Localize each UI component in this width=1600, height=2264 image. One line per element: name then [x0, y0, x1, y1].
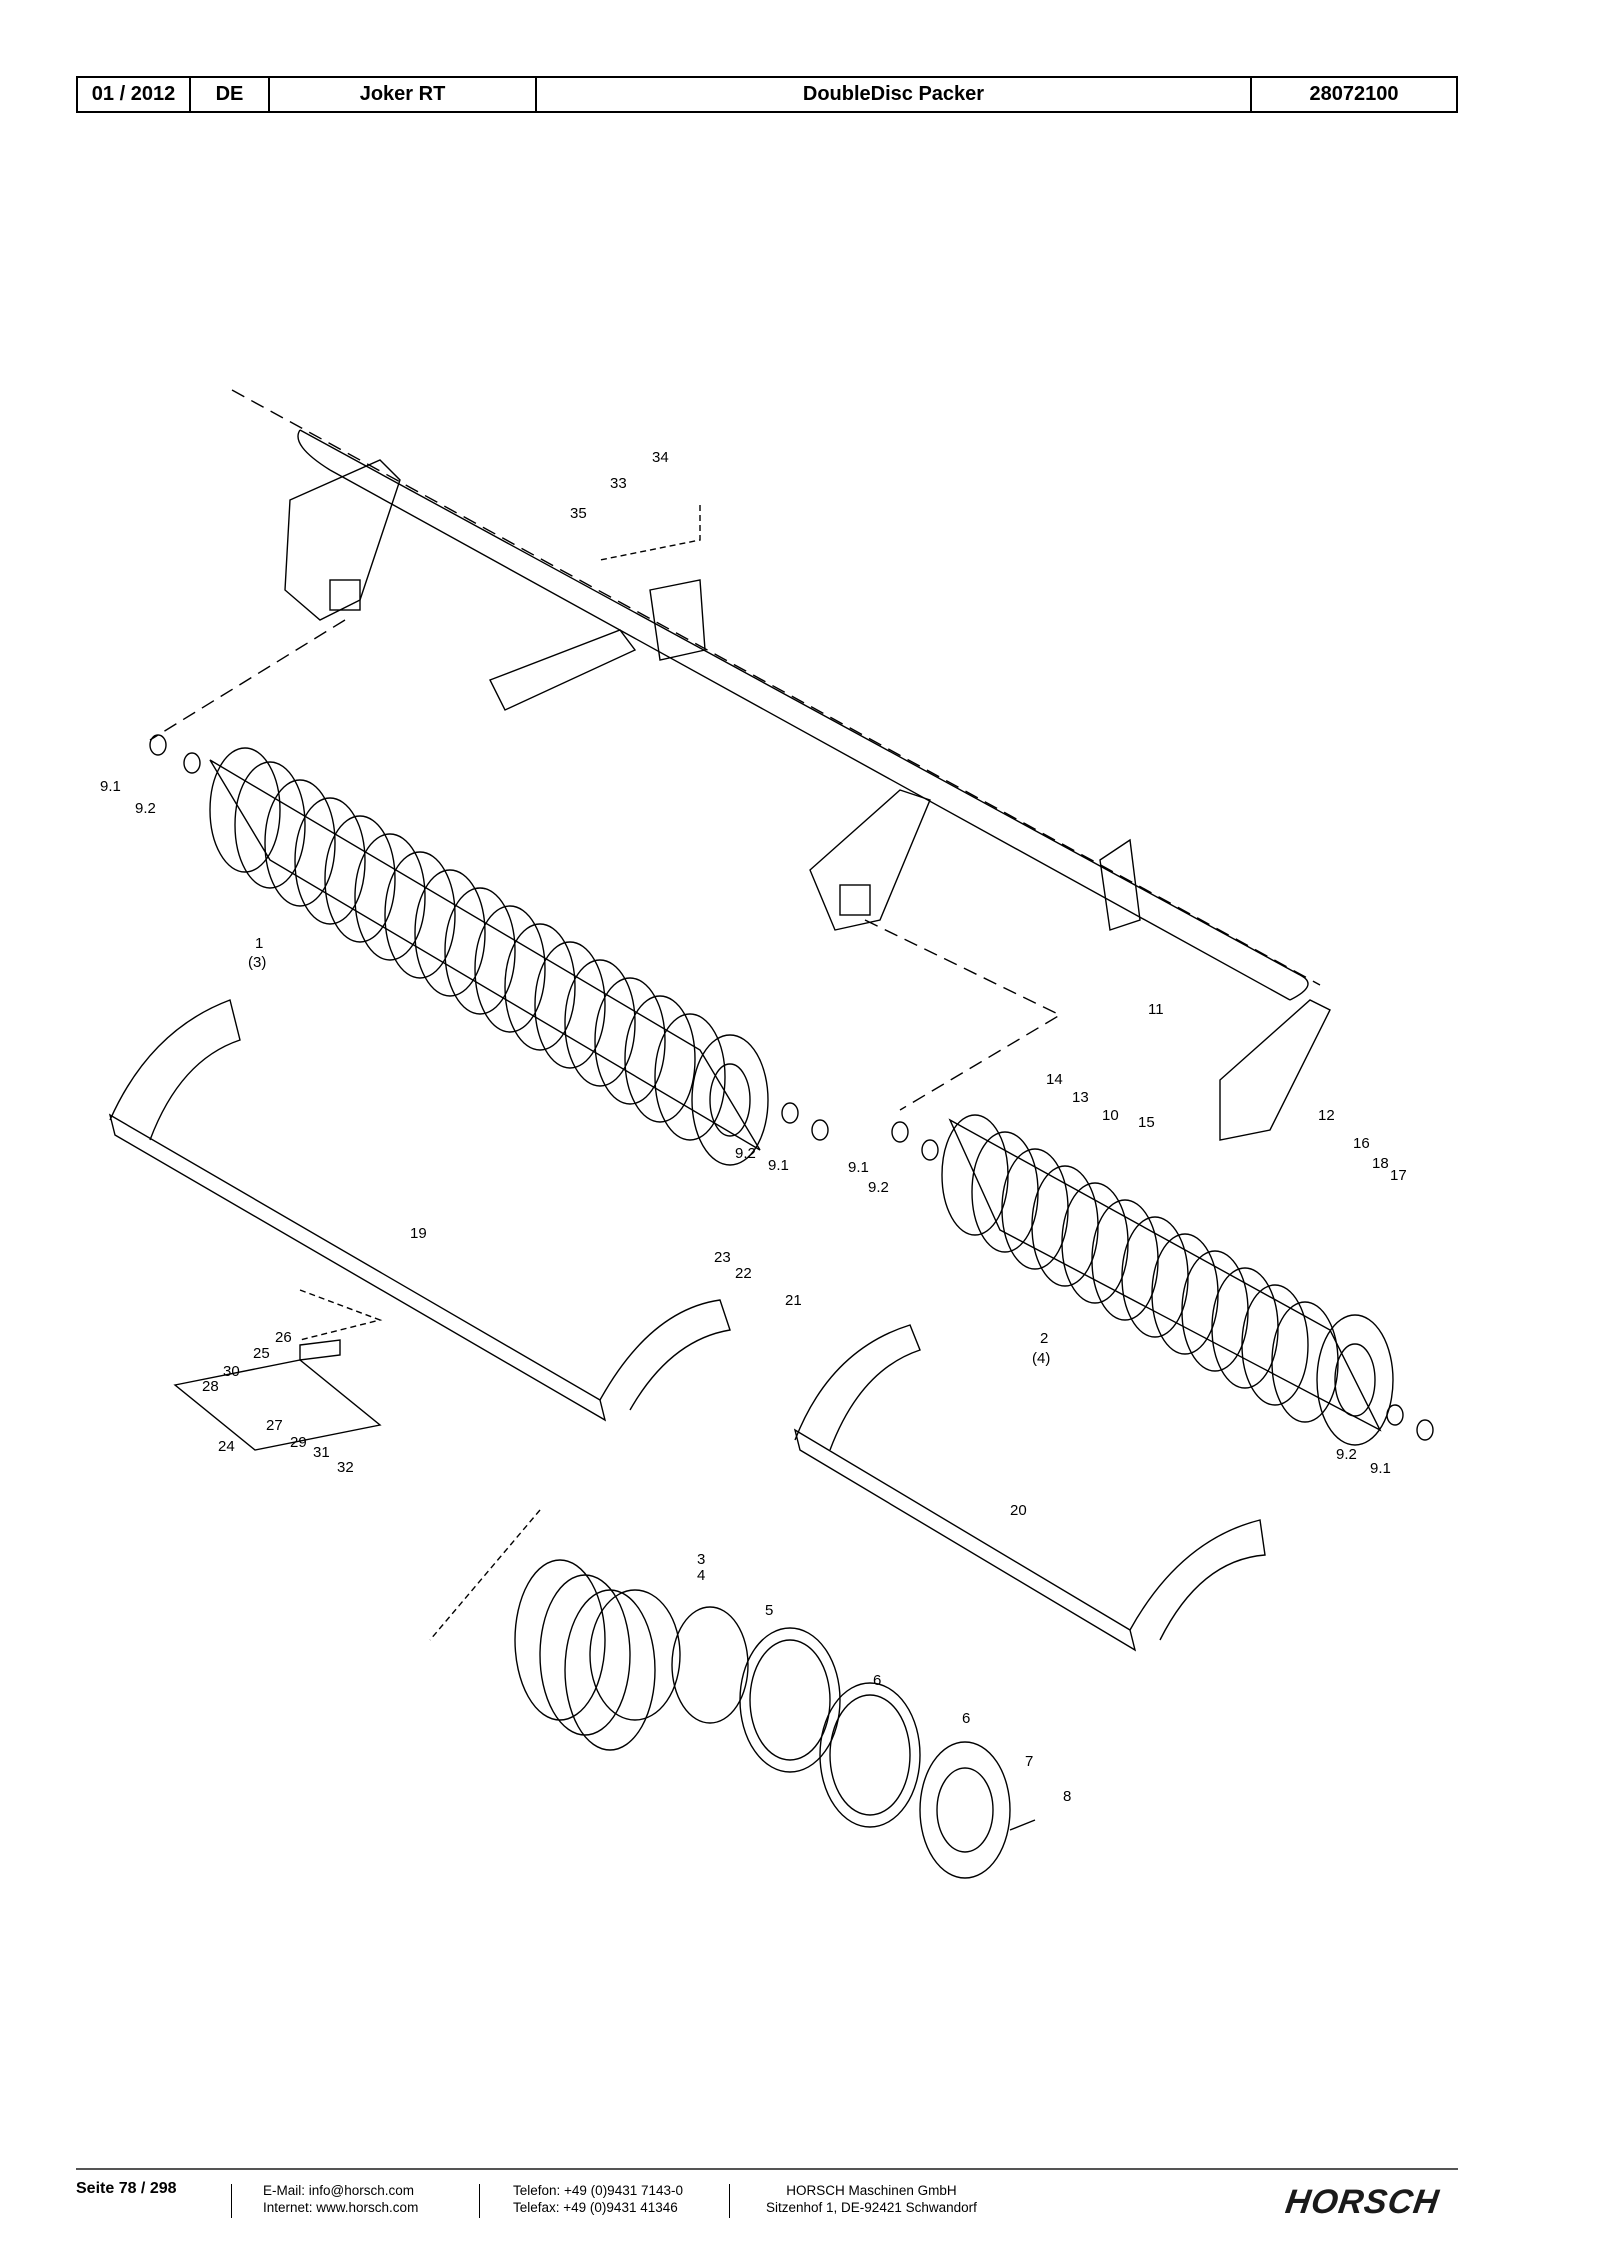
page-number: Seite 78 / 298: [76, 2180, 177, 2197]
callout-11: 11: [1148, 1001, 1164, 1018]
header-language: DE: [191, 78, 270, 111]
callout-3b: 3: [697, 1551, 705, 1568]
callout-27: 27: [266, 1417, 283, 1434]
callout-2: 2: [1040, 1330, 1048, 1347]
callout-15: 15: [1138, 1114, 1155, 1131]
footer-internet: Internet: www.horsch.com: [263, 2200, 419, 2215]
callout-13: 13: [1072, 1089, 1089, 1106]
footer-separator: [231, 2184, 232, 2218]
callout-9-1b: 9.1: [768, 1157, 789, 1174]
callout-6b: 6: [962, 1710, 970, 1727]
callout-29: 29: [290, 1434, 307, 1451]
callout-9-2b: 9.2: [735, 1145, 756, 1162]
callout-19: 19: [410, 1225, 427, 1242]
footer-address: Sitzenhof 1, DE-92421 Schwandorf: [766, 2200, 977, 2215]
callout-labels: 34 33 35 9.1 9.2 1 (3) 11 14 13 10 15 12…: [100, 449, 1407, 1805]
callout-32: 32: [337, 1459, 354, 1476]
footer-divider: [76, 2168, 1458, 2170]
footer-email: E-Mail: info@horsch.com: [263, 2183, 414, 2198]
footer-phone: Telefon: +49 (0)9431 7143-0: [513, 2183, 684, 2198]
callout-35: 35: [570, 505, 587, 522]
callout-20: 20: [1010, 1502, 1027, 1519]
callout-17: 17: [1390, 1167, 1407, 1184]
footer-contact-phone: Telefon: +49 (0)9431 7143-0 Telefax: +49…: [513, 2182, 683, 2216]
callout-9-1d: 9.1: [1370, 1460, 1391, 1477]
callout-16: 16: [1353, 1135, 1370, 1152]
svg-text:HORSCH: HORSCH: [1283, 2184, 1442, 2220]
footer-contact-web: E-Mail: info@horsch.com Internet: www.ho…: [263, 2182, 418, 2216]
header-date: 01 / 2012: [78, 78, 191, 111]
callout-34: 34: [652, 449, 669, 466]
callout-28: 28: [202, 1378, 219, 1395]
callout-5: 5: [765, 1602, 773, 1619]
footer-company: HORSCH Maschinen GmbH: [786, 2183, 957, 2198]
callout-22: 22: [735, 1265, 752, 1282]
callout-6: 6: [873, 1672, 881, 1689]
callout-8: 8: [1063, 1788, 1071, 1805]
header-table: 01 / 2012 DE Joker RT DoubleDisc Packer …: [76, 76, 1458, 113]
callout-23: 23: [714, 1249, 731, 1266]
callout-9-1c: 9.1: [848, 1159, 869, 1176]
callout-3: (3): [248, 954, 266, 971]
header-model: Joker RT: [270, 78, 537, 111]
footer: Seite 78 / 298 E-Mail: info@horsch.com I…: [76, 2180, 1458, 2230]
callout-14: 14: [1046, 1071, 1063, 1088]
callout-26: 26: [275, 1329, 292, 1346]
callout-24: 24: [218, 1438, 235, 1455]
header-part-number: 28072100: [1309, 83, 1399, 105]
footer-separator: [479, 2184, 480, 2218]
callout-21: 21: [785, 1292, 802, 1309]
callout-12: 12: [1318, 1107, 1335, 1124]
callout-9-2c: 9.2: [868, 1179, 889, 1196]
callout-9-1: 9.1: [100, 778, 121, 795]
horsch-logo: HORSCH: [1283, 2184, 1442, 2220]
callout-30: 30: [223, 1363, 240, 1380]
callout-4: (4): [1032, 1350, 1050, 1367]
callout-25: 25: [253, 1345, 270, 1362]
callout-4b: 4: [697, 1567, 705, 1584]
callout-9-2: 9.2: [135, 800, 156, 817]
footer-company-block: HORSCH Maschinen GmbH Sitzenhof 1, DE-92…: [766, 2182, 977, 2216]
callout-33: 33: [610, 475, 627, 492]
callout-9-2d: 9.2: [1336, 1446, 1357, 1463]
callout-10: 10: [1102, 1107, 1119, 1124]
callout-31: 31: [313, 1444, 330, 1461]
callout-7: 7: [1025, 1753, 1033, 1770]
footer-separator: [729, 2184, 730, 2218]
callout-1: 1: [255, 935, 263, 952]
callout-18: 18: [1372, 1155, 1389, 1172]
footer-fax: Telefax: +49 (0)9431 41346: [513, 2200, 678, 2215]
header-title: DoubleDisc Packer: [537, 78, 1252, 111]
